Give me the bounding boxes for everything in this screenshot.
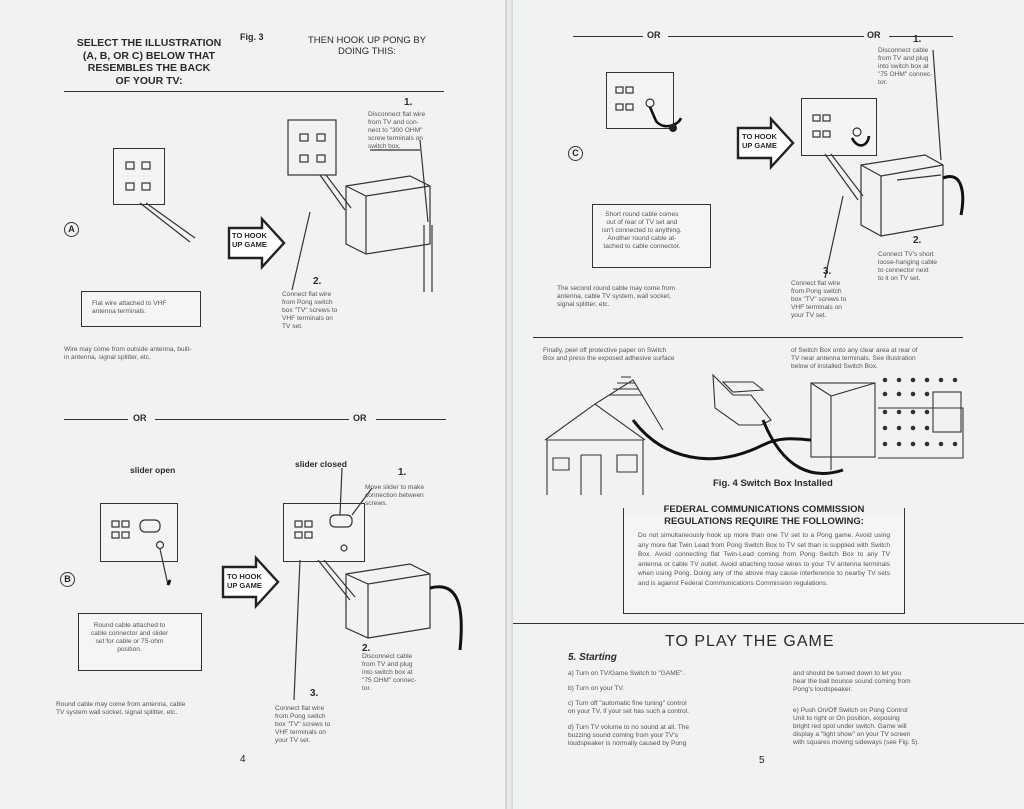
play-title: TO PLAY THE GAME (665, 633, 835, 650)
starting-step-c: c) Turn off "automatic fine tuning" cont… (568, 700, 689, 715)
page-number-left: 4 (240, 754, 246, 765)
or-rule-1 (64, 419, 128, 420)
slider-open-label: slider open (130, 465, 176, 475)
fig4-instruction-left: Finally, peel off protective paper on Sw… (543, 347, 675, 362)
play-rule (513, 623, 1024, 624)
step-1-number-b: 1. (398, 467, 407, 478)
or-rule-3 (376, 419, 446, 420)
hook-label-c: TO HOOK UP GAME (742, 132, 777, 150)
fcc-title-2: REGULATIONS REQUIRE THE FOLLOWING: (664, 516, 864, 527)
option-c-bottom-note: The second round cable may come from ant… (557, 285, 676, 308)
option-a-wires (125, 119, 433, 292)
option-a-bottom-note: Wire may come from outside antenna, buil… (64, 346, 192, 361)
step-3-text-c: Connect flat wire from Pong switch box "… (791, 280, 847, 319)
step-1-number-a: 1. (404, 97, 413, 108)
fig4-house-illustration (544, 373, 964, 495)
starting-step-b: b) Turn on your TV. (568, 685, 625, 692)
header-rule (64, 91, 444, 92)
step-1-text-a: Disconnect flat wire from TV and con- ne… (368, 111, 426, 150)
right-page: OR OR C (513, 0, 1024, 809)
option-c-note: Short round cable comes out of rear of T… (602, 211, 682, 250)
or-divider-left: OR (133, 413, 147, 423)
left-page: SELECT THE ILLUSTRATION (A, B, OR C) BEL… (0, 0, 506, 809)
step-1-text-b: Move slider to make connection between s… (365, 484, 424, 507)
step-3-number-c: 3. (823, 266, 832, 277)
or-top-left: OR (647, 30, 661, 40)
option-b-marker: B (60, 572, 75, 587)
or-rule-2 (155, 419, 349, 420)
step-3-number-b: 3. (310, 688, 319, 699)
slider-closed-label: slider closed (295, 459, 347, 469)
or-top-rule-3 (889, 36, 953, 37)
option-b-note: Round cable attached to cable connector … (91, 622, 168, 653)
select-title: SELECT THE ILLUSTRATION (A, B, OR C) BEL… (76, 37, 222, 87)
starting-heading: 5. Starting (568, 652, 617, 663)
option-b-wires (111, 467, 463, 701)
step-2-number-b: 2. (362, 643, 371, 654)
fig4-instruction-right: of Switch Box onto any clear area at rea… (791, 347, 918, 370)
hookup-title: THEN HOOK UP PONG BY DOING THIS: (307, 35, 427, 58)
or-divider-right: OR (353, 413, 367, 423)
or-top-right: OR (867, 30, 881, 40)
fcc-title-1: FEDERAL COMMUNICATIONS COMMISSION (624, 504, 904, 516)
option-a-marker: A (64, 222, 79, 237)
starting-step-d-continued: and should be turned down to let you hea… (793, 670, 911, 693)
starting-step-e: e) Push On/Off Switch on Pong Control Un… (793, 707, 920, 746)
fcc-notice-box: FEDERAL COMMUNICATIONS COMMISSION REGULA… (623, 504, 905, 614)
step-2-number-c: 2. (913, 235, 922, 246)
option-a-note: Flat wire attached to VHF antenna termin… (92, 300, 167, 315)
hook-label-b: TO HOOK UP GAME (227, 572, 262, 590)
step-2-text-a: Connect flat wire from Pong switch box "… (282, 291, 338, 330)
tv-back-panel-c (606, 72, 674, 129)
fig-3-label: Fig. 3 (240, 32, 264, 42)
tv-back-panel-a (113, 148, 165, 205)
fig4-caption: Fig. 4 Switch Box Installed (713, 478, 833, 489)
starting-step-a: a) Turn on TV/Game Switch to "GAME". (568, 670, 685, 677)
hook-label-a: TO HOOK UP GAME (232, 231, 267, 249)
step-3-text-b: Connect flat wire from Pong switch box "… (275, 705, 331, 744)
step-1-text-c: Disconnect cable from TV and plug into s… (878, 47, 933, 86)
option-b-note-box: Round cable attached to cable connector … (78, 613, 202, 671)
binding-gutter (505, 0, 515, 809)
step-2-number-a: 2. (313, 276, 322, 287)
option-b-bottom-note: Round cable may come from antenna, cable… (56, 701, 186, 716)
or-top-rule-2 (668, 36, 864, 37)
step-2-text-c: Connect TV's short loose-hanging cable t… (878, 251, 938, 282)
option-c-marker: C (568, 146, 583, 161)
or-top-rule-1 (573, 36, 643, 37)
hook-arrow-b (221, 554, 280, 610)
option-a-note-box: Flat wire attached to VHF antenna termin… (81, 291, 201, 327)
option-c-wires (615, 49, 965, 279)
hook-arrow-a (227, 215, 286, 271)
hook-arrow-c (736, 115, 795, 171)
starting-step-d: d) Turn TV volume to no sound at all. Th… (568, 724, 690, 747)
page-number-right: 5 (759, 755, 765, 766)
section-rule (533, 337, 963, 338)
option-c-note-box: Short round cable comes out of rear of T… (592, 204, 711, 268)
tv-back-panel-c2 (801, 98, 877, 156)
step-2-text-b: Disconnect cable from TV and plug into s… (362, 653, 417, 692)
fcc-body: Do not simultaneously hook up more than … (638, 532, 890, 587)
step-1-number-c: 1. (913, 34, 922, 45)
